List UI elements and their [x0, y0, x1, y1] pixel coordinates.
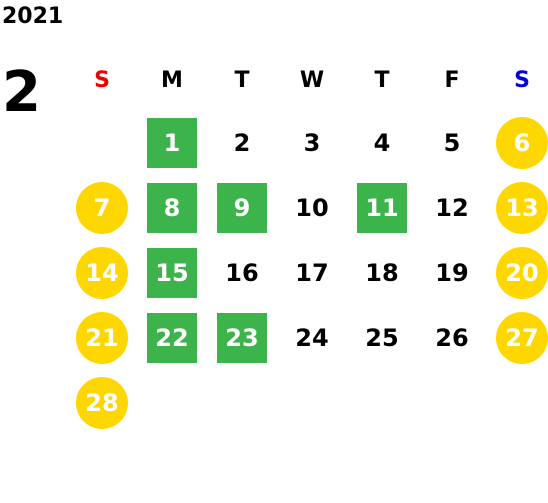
day-cell[interactable]: 17: [277, 240, 347, 305]
day-number: 23: [217, 312, 267, 363]
day-cell[interactable]: 27: [487, 305, 548, 370]
day-cell[interactable]: 12: [417, 175, 487, 240]
weekday-header: T: [234, 67, 250, 93]
day-number: 14: [76, 246, 128, 299]
day-cell[interactable]: 9: [207, 175, 277, 240]
day-cell[interactable]: 13: [487, 175, 548, 240]
day-cell[interactable]: 10: [277, 175, 347, 240]
day-cell[interactable]: 20: [487, 240, 548, 305]
day-cell[interactable]: 1: [137, 110, 207, 175]
weekday-header: M: [161, 67, 183, 93]
day-number: 26: [435, 323, 469, 352]
weekday-header: S: [514, 67, 530, 93]
day-number: 5: [443, 128, 461, 157]
day-number: 2: [233, 128, 251, 157]
day-cell[interactable]: 8: [137, 175, 207, 240]
day-number: 7: [76, 181, 128, 234]
day-cell[interactable]: 5: [417, 110, 487, 175]
calendar-month: 2: [2, 60, 41, 125]
weekday-header: W: [299, 67, 325, 93]
day-cell[interactable]: 4: [347, 110, 417, 175]
day-number: 3: [303, 128, 321, 157]
day-number: 9: [217, 182, 267, 233]
day-cell[interactable]: 6: [487, 110, 548, 175]
day-cell[interactable]: 25: [347, 305, 417, 370]
day-number: 15: [147, 247, 197, 298]
day-cell[interactable]: 26: [417, 305, 487, 370]
day-cell[interactable]: 3: [277, 110, 347, 175]
day-number: 16: [225, 258, 259, 287]
day-number: 28: [76, 376, 128, 429]
day-number: 17: [295, 258, 329, 287]
day-cell[interactable]: 15: [137, 240, 207, 305]
day-cell[interactable]: 16: [207, 240, 277, 305]
day-number: 21: [76, 311, 128, 364]
day-cell[interactable]: 24: [277, 305, 347, 370]
day-number: 24: [295, 323, 329, 352]
day-number: 11: [357, 182, 407, 233]
day-number: 8: [147, 182, 197, 233]
day-cell[interactable]: 14: [67, 240, 137, 305]
day-number: 19: [435, 258, 469, 287]
day-number: 25: [365, 323, 399, 352]
day-number: 20: [496, 246, 548, 299]
day-cell[interactable]: 28: [67, 370, 137, 435]
day-number: 10: [295, 193, 329, 222]
day-number: 13: [496, 181, 548, 234]
day-number: 22: [147, 312, 197, 363]
calendar-year: 2021: [2, 4, 64, 29]
day-number: 6: [496, 116, 548, 169]
day-cell[interactable]: 2: [207, 110, 277, 175]
day-number: 1: [147, 117, 197, 168]
day-cell[interactable]: 7: [67, 175, 137, 240]
weekday-header: F: [444, 67, 460, 93]
day-number: 12: [435, 193, 469, 222]
day-cell[interactable]: 19: [417, 240, 487, 305]
day-number: 18: [365, 258, 399, 287]
day-cell[interactable]: 11: [347, 175, 417, 240]
day-cell[interactable]: 22: [137, 305, 207, 370]
day-cell[interactable]: 23: [207, 305, 277, 370]
weekday-header: S: [94, 67, 110, 93]
day-number: 27: [496, 311, 548, 364]
day-cell[interactable]: 18: [347, 240, 417, 305]
day-number: 4: [373, 128, 391, 157]
weekday-header: T: [374, 67, 390, 93]
day-cell[interactable]: 21: [67, 305, 137, 370]
